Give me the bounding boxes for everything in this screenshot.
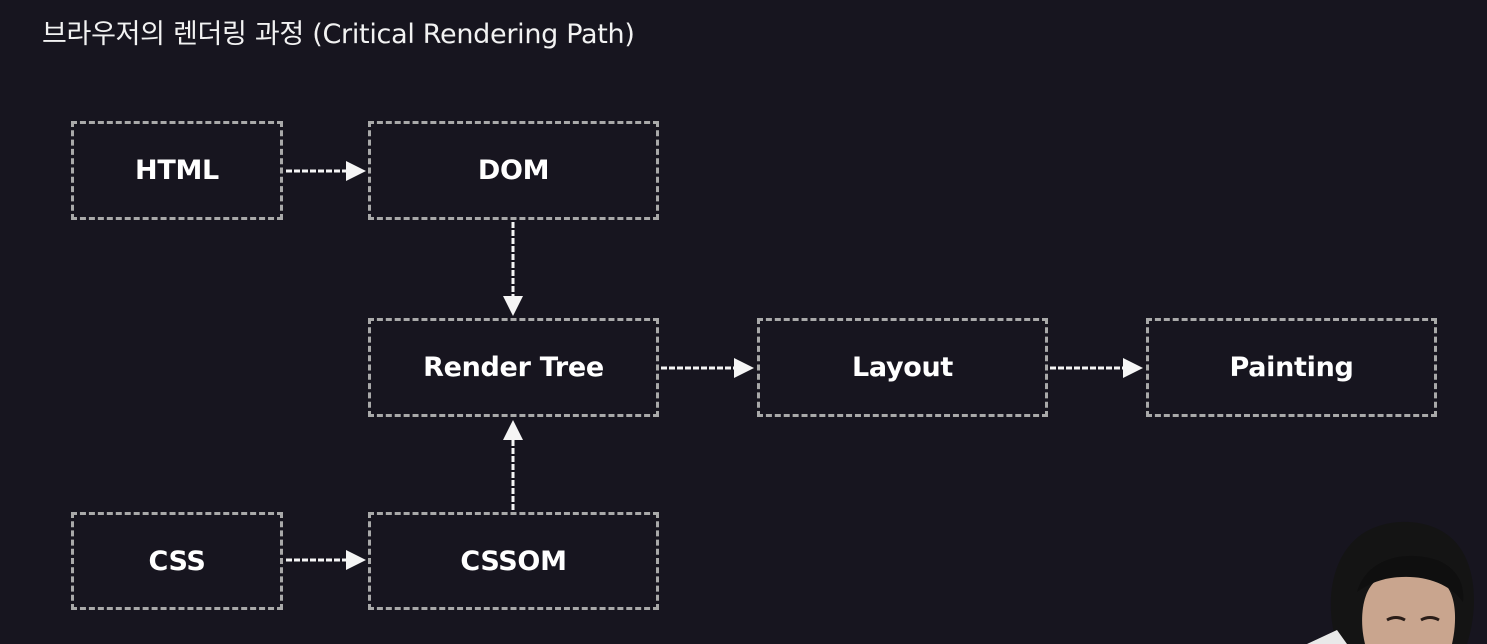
node-layout-label: Layout — [851, 352, 954, 383]
node-css: CSS — [71, 512, 283, 610]
node-dom-label: DOM — [477, 155, 550, 186]
node-css-label: CSS — [148, 545, 206, 577]
node-html-label: HTML — [135, 155, 219, 186]
node-html: HTML — [71, 121, 283, 220]
node-dom: DOM — [368, 121, 659, 220]
arrowhead-css-to-cssom — [346, 550, 366, 570]
node-render-tree-label: Render Tree — [423, 352, 604, 383]
arrowhead-cssom-to-render-tree — [503, 420, 523, 440]
node-render-tree: Render Tree — [368, 318, 659, 417]
node-cssom: CSSOM — [368, 512, 659, 610]
node-painting: Painting — [1146, 318, 1437, 417]
node-cssom-label: CSSOM — [460, 545, 567, 577]
arrowhead-render-tree-to-layout — [734, 358, 754, 378]
presenter-webcam — [1307, 512, 1487, 644]
presenter-avatar — [1307, 521, 1474, 644]
node-painting-label: Painting — [1229, 352, 1354, 383]
node-layout: Layout — [757, 318, 1048, 417]
slide-title: 브라우저의 렌더링 과정 (Critical Rendering Path) — [42, 19, 635, 50]
arrowhead-layout-to-painting — [1123, 358, 1143, 378]
arrowhead-dom-to-render-tree — [503, 296, 523, 316]
arrowhead-html-to-dom — [346, 161, 366, 181]
